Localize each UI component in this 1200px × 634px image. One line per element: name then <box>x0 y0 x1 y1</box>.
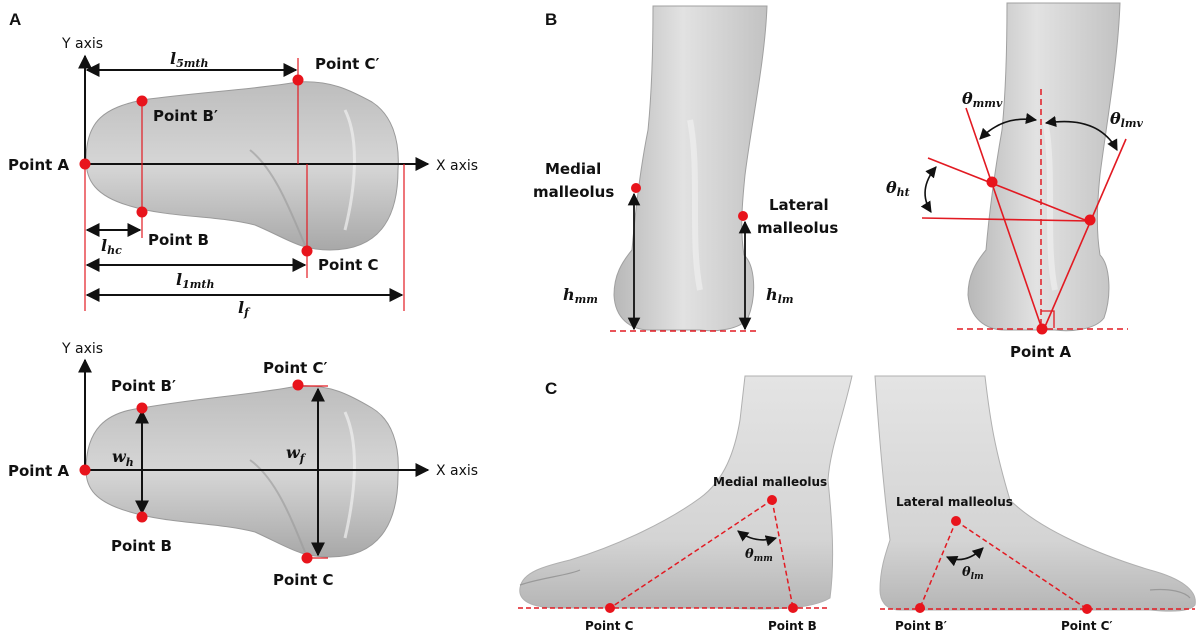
lf-label: lf <box>238 298 251 319</box>
theta-lm-arc <box>945 547 984 567</box>
panel-a-bottom: Y axis X axis wh wf Point A Point B′ Poi… <box>8 341 478 589</box>
x-axis-label: X axis <box>436 158 478 174</box>
point-b-label: Point B <box>148 231 209 249</box>
point-c-marker <box>301 245 313 257</box>
medial-malleolus-label-line1: Medial <box>545 160 601 178</box>
theta-lmv-arc <box>1044 115 1118 151</box>
theta-mmv-label: θmmv <box>962 89 1003 110</box>
l5mth-label: l5mth <box>170 49 208 70</box>
lateral-vertical-line <box>1043 138 1127 330</box>
theta-mm-label: θmm <box>745 547 773 564</box>
point-c-prime-label-bottom: Point C′ <box>263 359 328 377</box>
point-a-label-b: Point A <box>1010 343 1072 361</box>
lateral-malleolus-label-line1: Lateral <box>769 196 829 214</box>
point-a-marker-bottom <box>79 464 91 476</box>
medial-malleolus-label-c: Medial malleolus <box>713 475 827 489</box>
panel-a-letter: A <box>9 10 21 29</box>
malleoli-line <box>927 157 1091 223</box>
medial-malleolus-marker-c <box>767 495 777 505</box>
theta-lm-label: θlm <box>962 565 984 582</box>
panel-c-letter: C <box>545 379 557 398</box>
point-c-label-c: Point C <box>585 619 634 633</box>
y-axis-label: Y axis <box>61 36 103 52</box>
lhc-label: lhc <box>101 236 122 257</box>
panel-b-letter: B <box>545 10 557 29</box>
x-axis-label-bottom: X axis <box>436 463 478 479</box>
point-a-label: Point A <box>8 156 70 174</box>
point-a-marker-b <box>1036 323 1048 335</box>
malleolus-to-c-line <box>609 499 773 609</box>
point-b-prime-label-bottom: Point B′ <box>111 377 176 395</box>
panel-b-right: θmmv θlmv θht Point A <box>886 2 1143 361</box>
point-a-marker <box>79 158 91 170</box>
point-b-marker-c <box>788 603 798 613</box>
wh-label: wh <box>112 447 134 469</box>
point-c-marker-bottom <box>301 552 313 564</box>
point-a-label-bottom: Point A <box>8 462 70 480</box>
lateral-malleolus-label-line2: malleolus <box>757 219 838 237</box>
point-c-prime-marker <box>292 74 304 86</box>
point-b-prime-marker-bottom <box>136 402 148 414</box>
point-c-label: Point C <box>318 256 379 274</box>
point-c-prime-marker-c <box>1082 604 1092 614</box>
malleolus-to-b-line <box>771 499 794 609</box>
lateral-malleolus-marker <box>738 211 748 221</box>
point-b-prime-marker-c <box>915 603 925 613</box>
right-angle-marker <box>1041 310 1055 328</box>
foot-sole-mesh-bottom <box>85 385 399 558</box>
panel-a-top: Y axis X axis l5mth lhc l1mth lf Point A… <box>8 36 478 319</box>
wf-label: wf <box>286 443 307 465</box>
point-b-prime-label-c: Point B′ <box>895 619 947 633</box>
point-b-label-c: Point B <box>768 619 817 633</box>
rear-leg-mesh-right <box>967 2 1121 332</box>
malleolus-to-c-prime-line <box>955 520 1088 610</box>
medial-malleolus-marker <box>631 183 641 193</box>
panel-c-left: Medial malleolus θmm Point C Point B <box>518 375 853 633</box>
theta-mmv-arc <box>979 112 1038 140</box>
hmm-label: hmm <box>563 285 598 306</box>
medial-malleolus-marker-right <box>986 176 998 188</box>
lateral-foot-mesh <box>874 375 1196 612</box>
foot-sole-mesh-top <box>85 81 399 251</box>
l1mth-label: l1mth <box>176 270 214 291</box>
medial-vertical-line <box>965 107 1043 330</box>
point-c-marker-c <box>605 603 615 613</box>
theta-mm-arc <box>737 530 778 547</box>
point-b-prime-marker <box>136 95 148 107</box>
point-b-marker <box>136 206 148 218</box>
y-axis-label-bottom: Y axis <box>61 341 103 357</box>
point-c-prime-marker-bottom <box>292 379 304 391</box>
point-c-prime-label-c: Point C′ <box>1061 619 1113 633</box>
theta-lmv-label: θlmv <box>1110 109 1143 130</box>
medial-foot-mesh <box>519 375 853 610</box>
horizontal-line <box>921 217 1091 222</box>
point-b-label-bottom: Point B <box>111 537 172 555</box>
point-c-label-bottom: Point C <box>273 571 334 589</box>
medial-malleolus-label-line2: malleolus <box>533 183 614 201</box>
hlm-label: hlm <box>766 285 793 306</box>
theta-ht-label: θht <box>886 178 910 199</box>
lateral-malleolus-label-c: Lateral malleolus <box>896 495 1013 509</box>
lateral-malleolus-marker-right <box>1084 214 1096 226</box>
point-c-prime-label: Point C′ <box>315 55 380 73</box>
panel-c-right: Lateral malleolus θlm Point B′ Point C′ <box>874 375 1196 633</box>
point-b-prime-label: Point B′ <box>153 107 218 125</box>
theta-ht-arc <box>920 166 937 213</box>
panel-b-left: Medial malleolus Lateral malleolus hmm h… <box>533 5 838 332</box>
lateral-malleolus-marker-c <box>951 516 961 526</box>
point-b-marker-bottom <box>136 511 148 523</box>
rear-leg-mesh-left <box>613 5 768 332</box>
